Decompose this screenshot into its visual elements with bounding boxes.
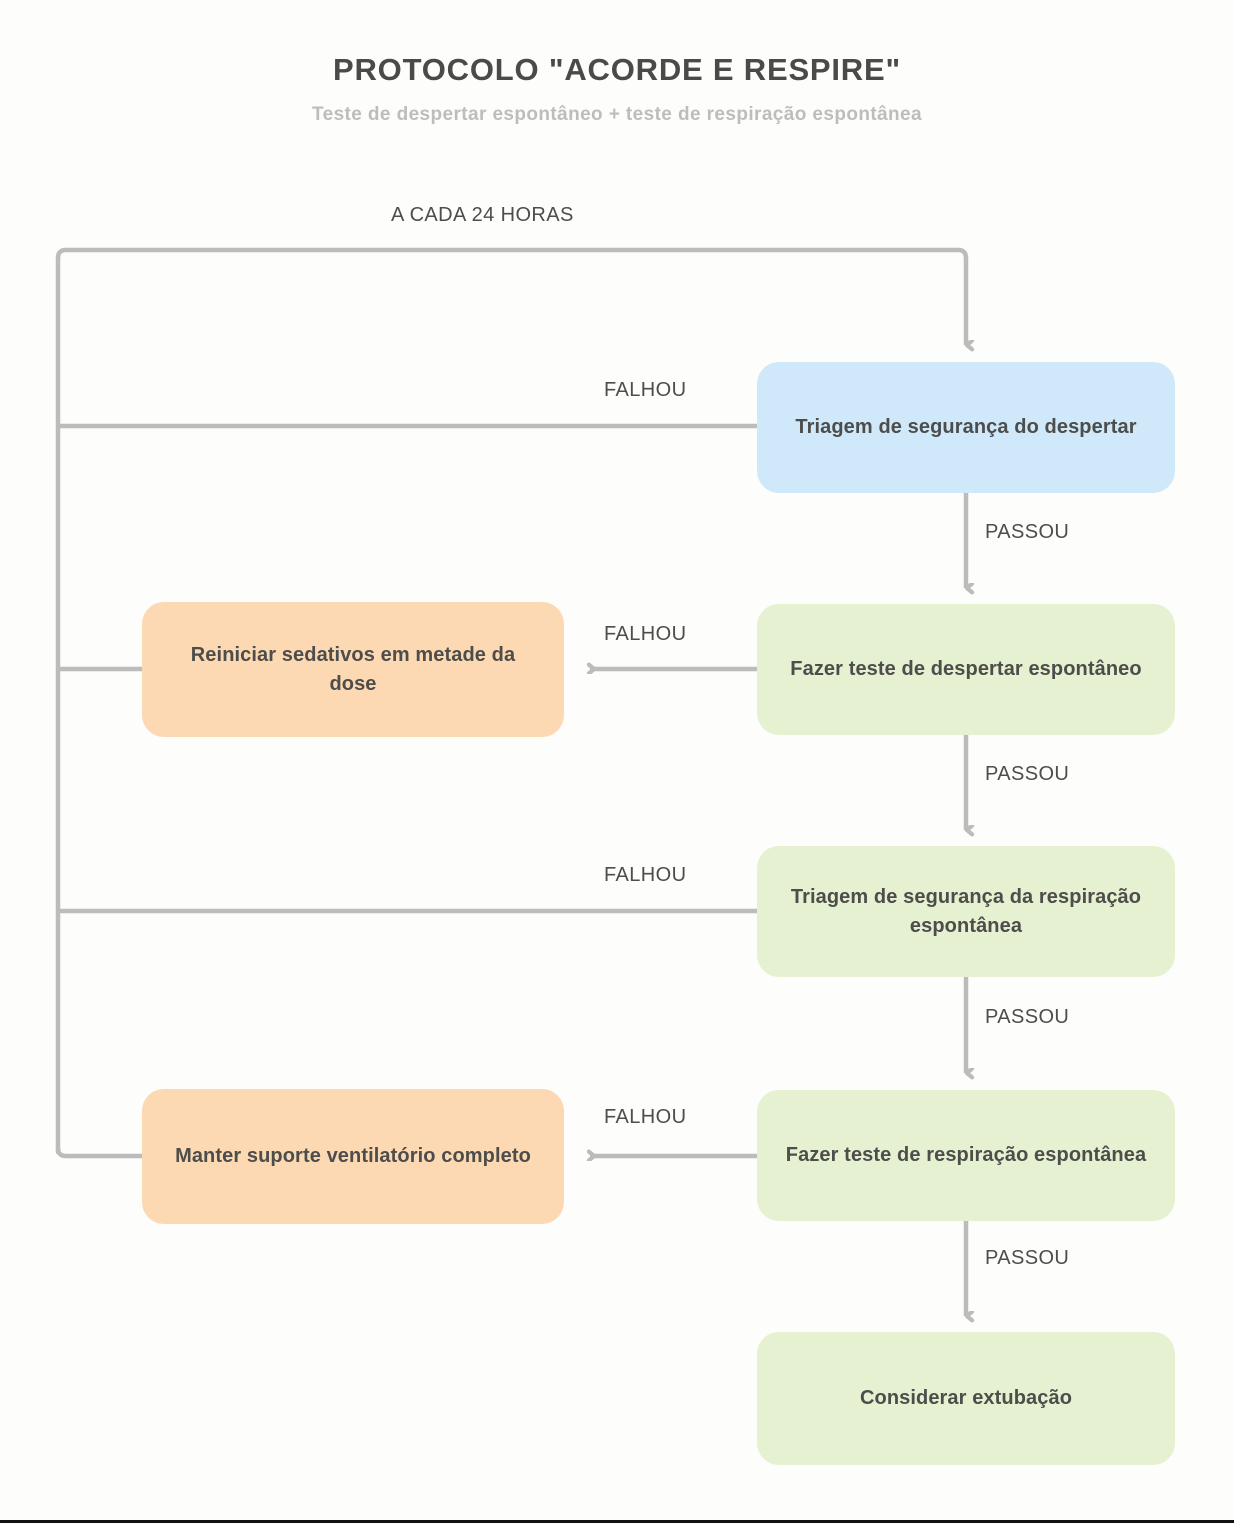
page-title: PROTOCOLO "ACORDE E RESPIRE" [333,52,901,87]
edge-label-cycle: A CADA 24 HORAS [391,204,574,226]
node-awakening-safety-screen[interactable]: Triagem de segurança do despertar [757,362,1175,493]
node-breathing-safety-screen[interactable]: Triagem de segurança da respiração espon… [757,846,1175,977]
node-spontaneous-breathing-trial[interactable]: Fazer teste de respiração espontânea [757,1090,1175,1221]
node-restart-sedatives[interactable]: Reiniciar sedativos em metade da dose [142,602,564,737]
header: PROTOCOLO "ACORDE E RESPIRE" Teste de de… [0,0,1234,126]
bottom-rule [0,1520,1234,1523]
node-spontaneous-awakening-trial[interactable]: Fazer teste de despertar espontâneo [757,604,1175,735]
page-subtitle: Teste de despertar espontâneo + teste de… [312,104,922,125]
node-full-ventilatory-support[interactable]: Manter suporte ventilatório completo [142,1089,564,1224]
edge-label-pass-4: PASSOU [985,1247,1070,1269]
edge-label-pass-3: PASSOU [985,1006,1070,1028]
edge-label-fail-4: FALHOU [604,1106,687,1128]
edge-full-support-to-loop [55,1147,142,1159]
edge-loop-top-to-awakening-safety [55,247,966,345]
edge-label-fail-1: FALHOU [604,379,687,401]
node-consider-extubation[interactable]: Considerar extubação [757,1332,1175,1465]
edge-label-fail-2: FALHOU [604,623,687,645]
edge-label-pass-1: PASSOU [985,521,1070,543]
edge-label-fail-3: FALHOU [604,864,687,886]
edge-label-pass-2: PASSOU [985,763,1070,785]
